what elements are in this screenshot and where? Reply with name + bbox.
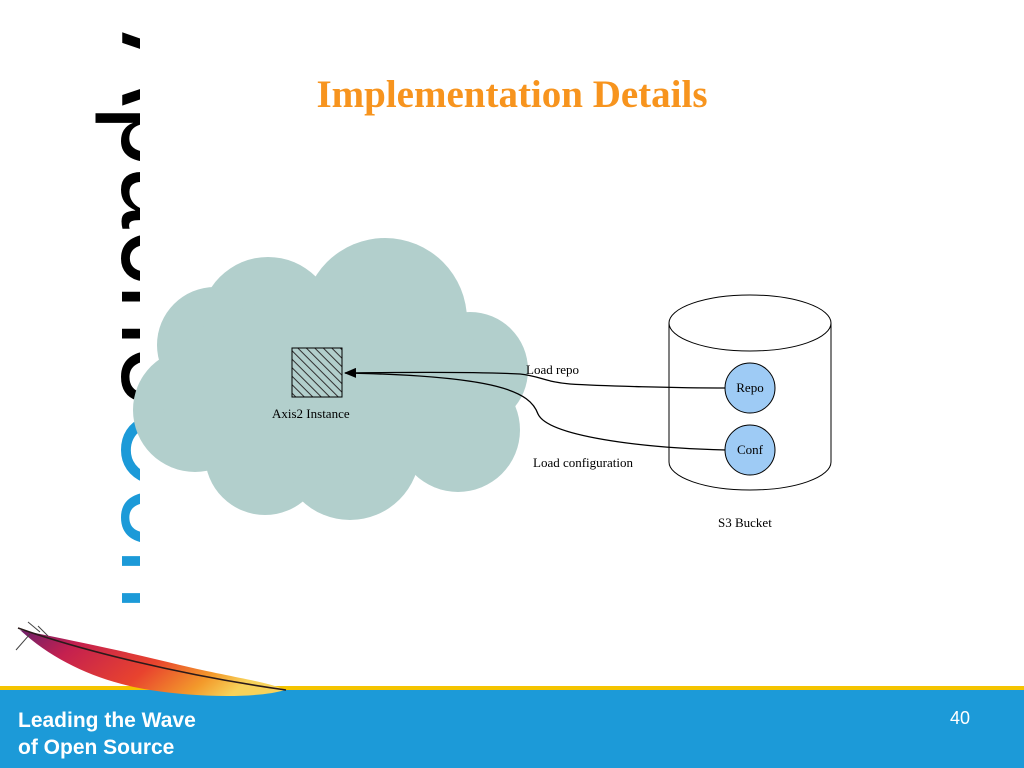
- axis2-instance-label: Axis2 Instance: [272, 406, 350, 421]
- footer-tagline: Leading the Wave of Open Source: [18, 707, 196, 761]
- apache-feather-icon: [15, 621, 287, 696]
- page-title: Implementation Details: [316, 73, 708, 116]
- footer-bar: [0, 686, 1024, 768]
- repo-node-label: Repo: [736, 380, 764, 395]
- cloud-shape: [133, 238, 528, 520]
- axis2-instance-icon: [291, 347, 343, 398]
- footer-tagline-line1: Leading the Wave: [18, 709, 196, 732]
- conf-node-label: Conf: [737, 442, 763, 457]
- page-number: 40: [949, 708, 971, 728]
- repo-node: [724, 362, 776, 414]
- load-configuration-arrow: [344, 372, 727, 451]
- load-repo-label: Load repo: [526, 362, 580, 377]
- load-repo-arrow: [344, 367, 727, 389]
- footer-tagline-line2: of Open Source: [18, 736, 175, 759]
- load-configuration-label: Load configuration: [533, 455, 633, 470]
- s3-bucket-label: S3 Bucket: [718, 515, 772, 530]
- conf-node: [724, 424, 776, 476]
